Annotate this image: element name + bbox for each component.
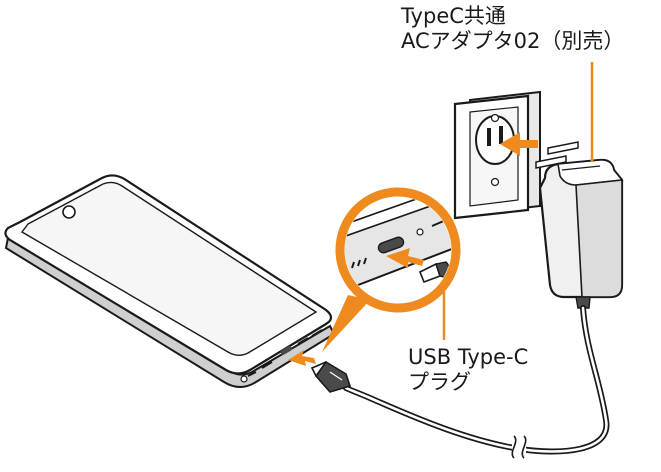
wall-outlet-icon [453,90,541,220]
adapter-label-line2: ACアダプタ02（別売） [401,29,625,53]
adapter-label-line1: TypeC共通 [401,4,506,28]
cable-break-icon [511,435,527,459]
ac-adapter-icon [535,141,624,309]
usb-c-plug-icon [310,360,352,393]
smartphone-icon [4,174,336,388]
plug-label-line2: プラグ [408,370,471,394]
insert-arrow-icon [500,132,538,156]
adapter-label: TypeC共通 ACアダプタ02（別売） [401,4,624,54]
magnified-port-view [322,187,461,352]
plug-label: USB Type-C プラグ [408,345,528,395]
plug-label-line1: USB Type-C [408,345,529,369]
insert-arrow-icon [288,350,316,366]
